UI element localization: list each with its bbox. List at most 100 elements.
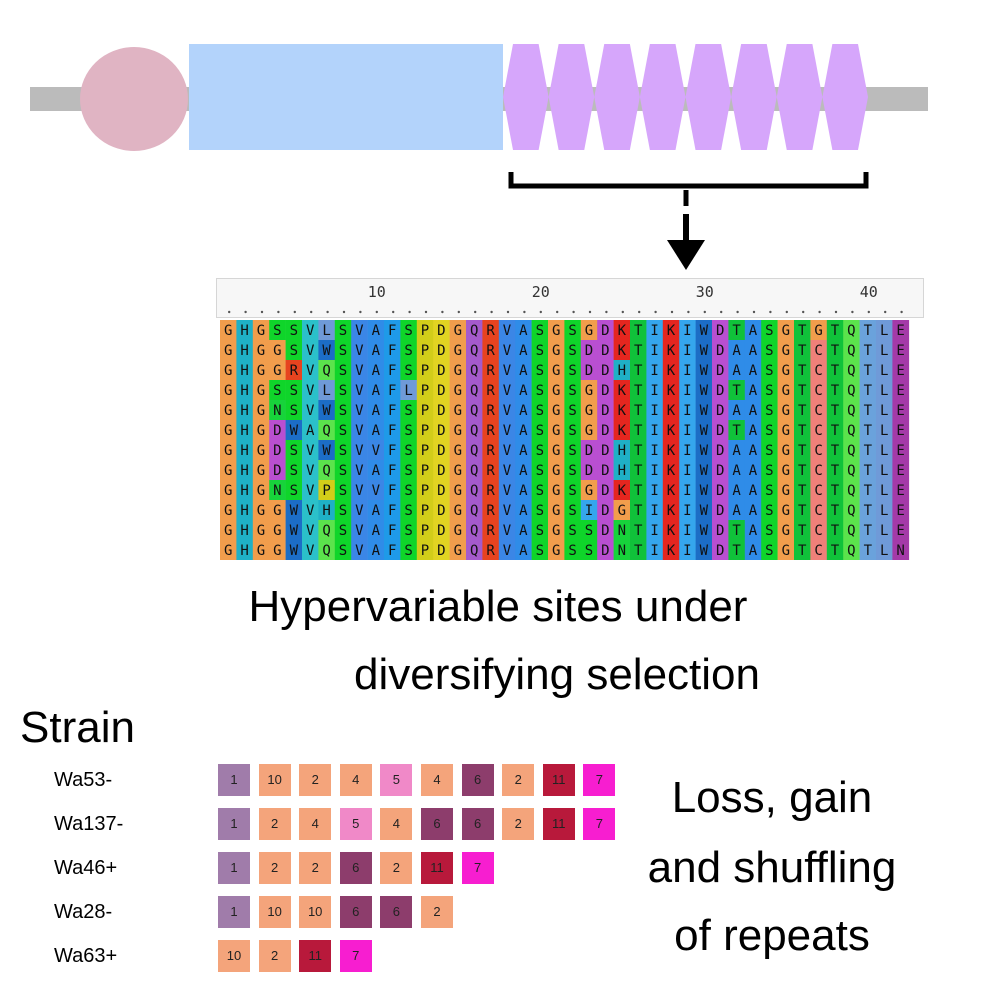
residue-cell — [220, 540, 237, 560]
residue-letter: R — [486, 343, 495, 359]
residue-cell — [334, 400, 352, 421]
residue-cell — [482, 360, 500, 381]
residue-letter: T — [798, 523, 807, 539]
residue-cell — [548, 480, 565, 501]
residue-letter: S — [273, 323, 281, 339]
residue-letter: T — [864, 323, 873, 339]
residue-letter: G — [257, 383, 265, 399]
repeat-unit — [548, 44, 595, 150]
residue-letter: G — [552, 423, 560, 439]
residue-letter: D — [437, 443, 445, 459]
residue-letter: T — [798, 543, 807, 559]
residue-letter: Q — [847, 543, 855, 559]
repeat-unit — [731, 44, 777, 150]
residue-cell — [285, 380, 303, 401]
residue-cell — [695, 360, 713, 381]
residue-cell — [876, 320, 893, 341]
residue-letter: T — [798, 443, 807, 459]
residue-cell — [712, 460, 729, 481]
residue-cell — [416, 320, 434, 341]
residue-letter: S — [339, 363, 347, 379]
residue-cell — [662, 500, 680, 521]
residue-letter: S — [404, 523, 412, 539]
residue-cell — [252, 400, 270, 421]
residue-letter: G — [224, 543, 232, 559]
residue-cell — [695, 440, 713, 461]
residue-letter: S — [290, 403, 298, 419]
residue-letter: A — [372, 503, 381, 519]
residue-letter: T — [864, 383, 873, 399]
residue-letter: H — [240, 483, 248, 499]
repeat-box: 6 — [421, 808, 453, 840]
residue-cell — [859, 420, 877, 441]
residue-letter: G — [224, 363, 232, 379]
residue-cell — [466, 460, 483, 481]
residue-letter: T — [634, 343, 643, 359]
residue-cell — [712, 440, 729, 461]
ruler-dot — [228, 310, 231, 314]
residue-letter: G — [585, 323, 593, 339]
residue-letter: A — [519, 483, 528, 499]
residue-letter: G — [552, 443, 560, 459]
residue-letter: D — [716, 543, 724, 559]
residue-letter: K — [667, 483, 676, 499]
residue-letter: V — [503, 503, 512, 519]
residue-letter: V — [355, 503, 364, 519]
residue-cell — [498, 400, 516, 421]
repeat-box: 11 — [542, 808, 575, 840]
repeat-box: 6 — [461, 764, 494, 796]
residue-cell — [531, 400, 549, 421]
residue-cell — [416, 420, 434, 441]
residue-letter: T — [864, 483, 873, 499]
residue-letter: C — [814, 463, 822, 479]
repeat-box: 4 — [299, 808, 332, 840]
residue-cell — [252, 320, 270, 341]
residue-letter: H — [240, 423, 248, 439]
residue-letter: V — [306, 523, 315, 539]
residue-letter: T — [798, 403, 807, 419]
residue-letter: V — [355, 403, 364, 419]
residue-cell — [859, 500, 877, 521]
residue-cell — [466, 540, 483, 560]
residue-letter: S — [568, 323, 576, 339]
residue-letter: L — [880, 523, 888, 539]
residue-cell — [744, 500, 762, 521]
residue-letter: G — [257, 503, 265, 519]
residue-cell — [843, 460, 860, 481]
repeat-box: 7 — [339, 940, 372, 972]
residue-cell — [318, 460, 336, 481]
residue-letter: Q — [470, 503, 478, 519]
repeat-box: 1 — [218, 896, 250, 928]
residue-letter: G — [552, 363, 560, 379]
repeat-box: 6 — [380, 896, 413, 928]
residue-cell — [597, 400, 614, 421]
residue-letter: S — [404, 503, 412, 519]
ruler-dot — [752, 310, 756, 314]
residue-cell — [744, 540, 762, 560]
residue-cell — [859, 340, 877, 361]
residue-letter: F — [388, 443, 396, 459]
repeat-unit — [594, 44, 640, 150]
residue-cell — [416, 360, 434, 381]
residue-letter: G — [257, 523, 265, 539]
residue-cell — [285, 440, 303, 461]
residue-cell — [548, 380, 565, 401]
residue-letter: G — [224, 323, 232, 339]
residue-letter: D — [437, 483, 445, 499]
residue-letter: V — [306, 543, 315, 559]
residue-cell — [712, 360, 729, 381]
ruler-dot — [769, 310, 772, 314]
residue-cell — [859, 400, 877, 421]
residue-cell — [892, 520, 910, 541]
ruler-dot — [638, 310, 641, 314]
residue-letter: S — [273, 383, 281, 399]
residue-cell — [466, 320, 483, 341]
residue-cell — [564, 460, 582, 481]
residue-letter: S — [339, 483, 347, 499]
residue-cell — [285, 360, 303, 381]
residue-cell — [662, 420, 680, 441]
residue-cell — [826, 340, 844, 361]
residue-cell — [416, 500, 434, 521]
residue-letter: T — [798, 483, 807, 499]
ruler-dot — [342, 310, 346, 314]
